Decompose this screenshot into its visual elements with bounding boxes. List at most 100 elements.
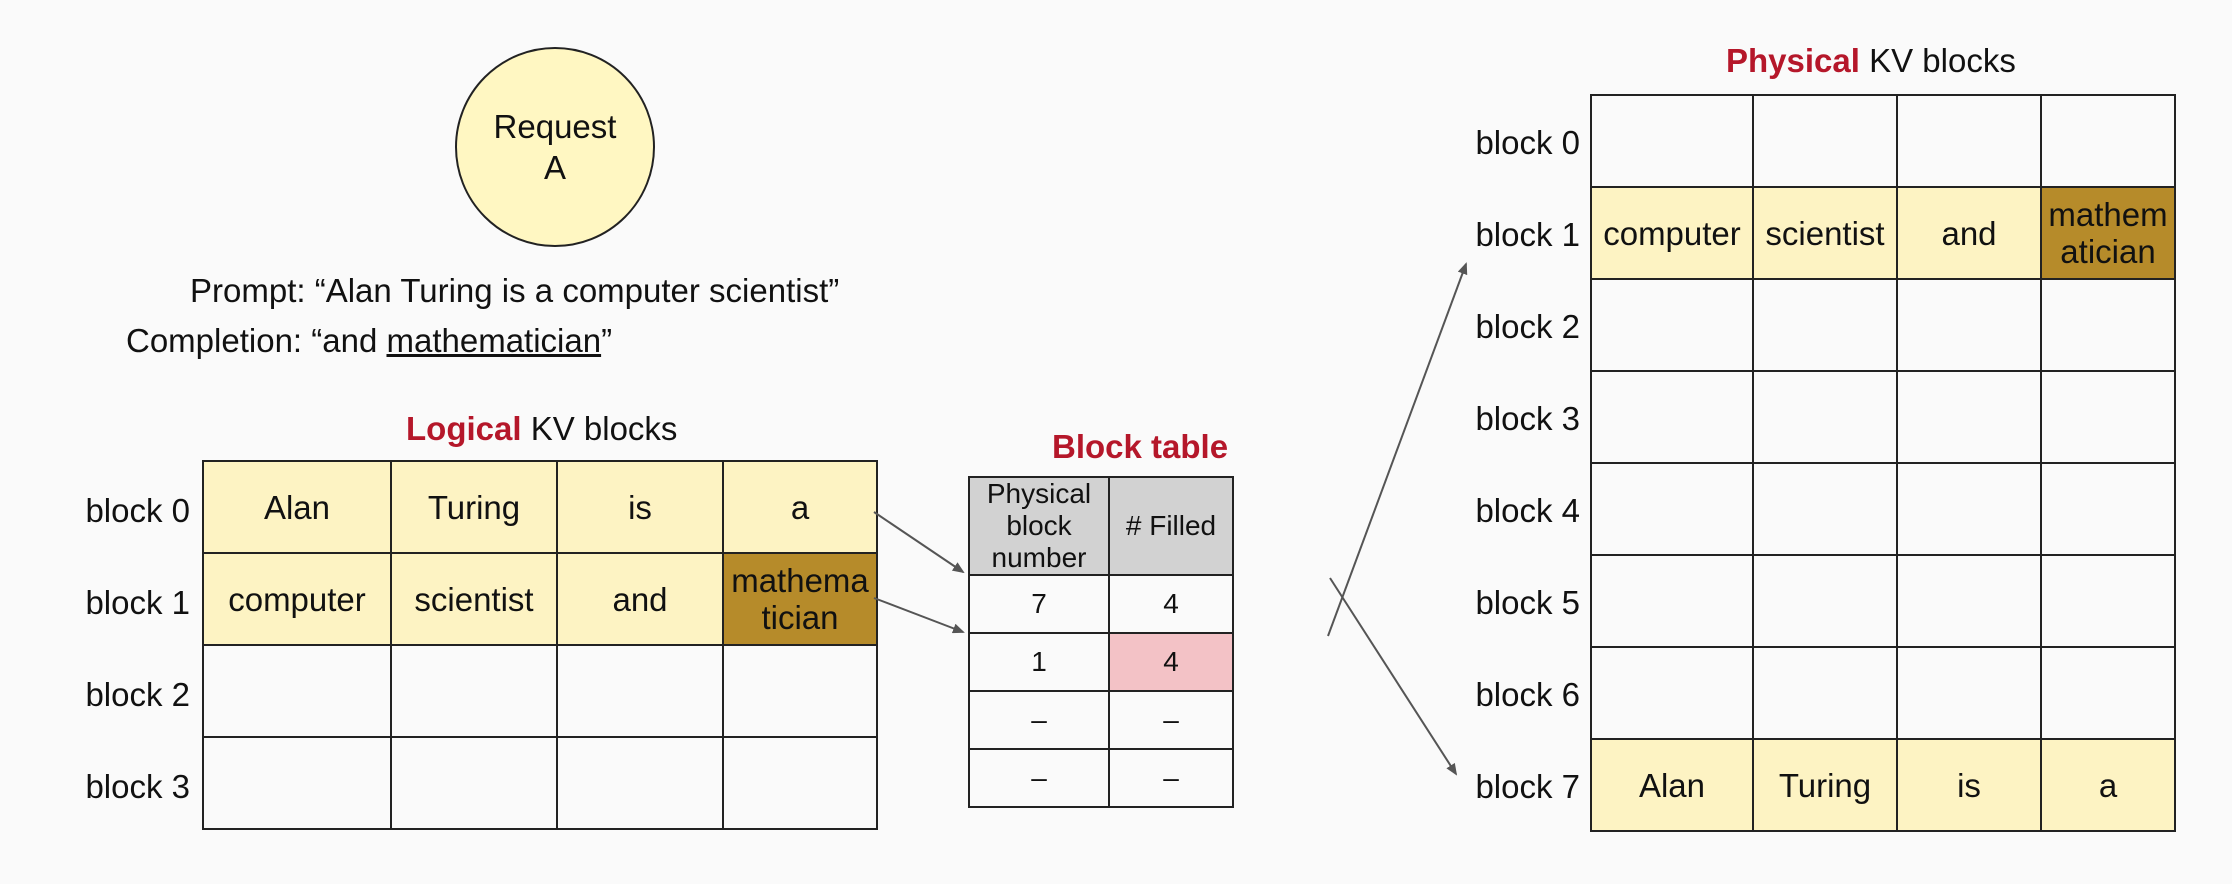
physical-title-highlight: Physical (1726, 42, 1860, 79)
empty-cell (202, 736, 392, 830)
token-cell: is (1896, 738, 2042, 832)
token-cell: Alan (202, 460, 392, 554)
empty-cell (1896, 646, 2042, 740)
empty-cell (1752, 278, 1898, 372)
empty-cell (2040, 462, 2176, 556)
empty-cell (2040, 370, 2176, 464)
filled-count: – (1108, 690, 1234, 750)
empty-cell (2040, 554, 2176, 648)
token-cell: scientist (1752, 186, 1898, 280)
block-table-header: Physical block number # Filled (968, 476, 1234, 576)
empty-cell (2040, 278, 2176, 372)
empty-cell (1590, 646, 1754, 740)
filled-count: – (1108, 748, 1234, 808)
logical-kv-grid: Alan Turing is a computer scientist and … (202, 460, 878, 830)
physical-row-label: block 5 (1475, 584, 1580, 621)
logical-row-label: block 1 (85, 584, 190, 621)
empty-cell (1752, 646, 1898, 740)
token-cell: and (556, 552, 724, 646)
token-cell-line1: mathem (2048, 196, 2168, 233)
block-table-row: – – (968, 748, 1234, 808)
token-cell: computer (202, 552, 392, 646)
completion-line: Completion: “and mathematician” (126, 322, 612, 360)
empty-cell (1896, 278, 2042, 372)
physical-block-row (1590, 462, 2176, 556)
arrow-table-row0-to-physical-block7 (1329, 577, 1458, 776)
header-physical-block-number: Physical block number (968, 476, 1110, 576)
empty-cell (1590, 278, 1754, 372)
logical-title: Logical KV blocks (406, 410, 677, 448)
logical-title-rest: KV blocks (521, 410, 678, 447)
empty-cell (1590, 370, 1754, 464)
token-cell: is (556, 460, 724, 554)
logical-row-label: block 3 (85, 768, 190, 805)
arrow-logical-block1-to-table (873, 597, 965, 634)
physical-block-number: 1 (968, 632, 1110, 692)
arrow-table-row1-to-physical-block1 (1327, 262, 1468, 637)
logical-block-row (202, 644, 878, 738)
token-cell-new: mathem atician (2040, 186, 2176, 280)
empty-cell (390, 644, 558, 738)
request-node: Request A (455, 47, 655, 247)
completion-prefix: Completion: (126, 322, 312, 359)
token-cell: and (1896, 186, 2042, 280)
logical-row-label: block 0 (85, 492, 190, 529)
block-table-row: 1 4 (968, 632, 1234, 692)
physical-block-row (1590, 278, 2176, 372)
logical-block-row: computer scientist and mathema tician (202, 552, 878, 646)
empty-cell (1896, 94, 2042, 188)
physical-title: Physical KV blocks (1726, 42, 2016, 80)
physical-row-label: block 4 (1475, 492, 1580, 529)
completion-close: ” (601, 322, 613, 359)
token-cell: scientist (390, 552, 558, 646)
physical-title-rest: KV blocks (1859, 42, 2016, 79)
empty-cell (1590, 462, 1754, 556)
token-cell: Alan (1590, 738, 1754, 832)
empty-cell (1896, 370, 2042, 464)
physical-block-row (1590, 554, 2176, 648)
empty-cell (202, 644, 392, 738)
block-table-row: 7 4 (968, 574, 1234, 634)
physical-block-number: 7 (968, 574, 1110, 634)
filled-count: 4 (1108, 574, 1234, 634)
physical-block-row (1590, 370, 2176, 464)
filled-count: 4 (1108, 632, 1234, 692)
token-cell-line2: atician (2060, 233, 2156, 270)
physical-row-label: block 2 (1475, 308, 1580, 345)
physical-row-label: block 6 (1475, 676, 1580, 713)
physical-row-label: block 7 (1475, 768, 1580, 805)
empty-cell (556, 644, 724, 738)
header-line2: block number (991, 510, 1087, 573)
physical-row-label: block 3 (1475, 400, 1580, 437)
token-cell-line2: tician (761, 599, 839, 636)
empty-cell (1752, 370, 1898, 464)
request-label-line2: A (543, 149, 566, 186)
empty-cell (2040, 646, 2176, 740)
empty-cell (722, 644, 878, 738)
block-table-row: – – (968, 690, 1234, 750)
empty-cell (1590, 554, 1754, 648)
block-table-title: Block table (1052, 428, 1229, 465)
logical-block-row: Alan Turing is a (202, 460, 878, 554)
physical-block-row (1590, 646, 2176, 740)
prompt-line: Prompt: “Alan Turing is a computer scien… (190, 272, 839, 310)
prompt-prefix: Prompt: (190, 272, 315, 309)
empty-cell (722, 736, 878, 830)
physical-kv-grid: computer scientist and mathem atician Al… (1590, 94, 2176, 832)
arrow-logical-block0-to-table (873, 511, 965, 574)
empty-cell (1752, 554, 1898, 648)
completion-open: “and (311, 322, 387, 359)
token-cell-new: mathema tician (722, 552, 878, 646)
completion-underlined: mathematician (386, 322, 602, 359)
token-cell: a (722, 460, 878, 554)
physical-row-label: block 1 (1475, 216, 1580, 253)
token-cell-line1: mathema (731, 562, 869, 599)
token-cell: a (2040, 738, 2176, 832)
logical-block-row (202, 736, 878, 830)
empty-cell (1752, 94, 1898, 188)
physical-block-number: – (968, 748, 1110, 808)
empty-cell (1896, 554, 2042, 648)
header-filled: # Filled (1108, 476, 1234, 576)
